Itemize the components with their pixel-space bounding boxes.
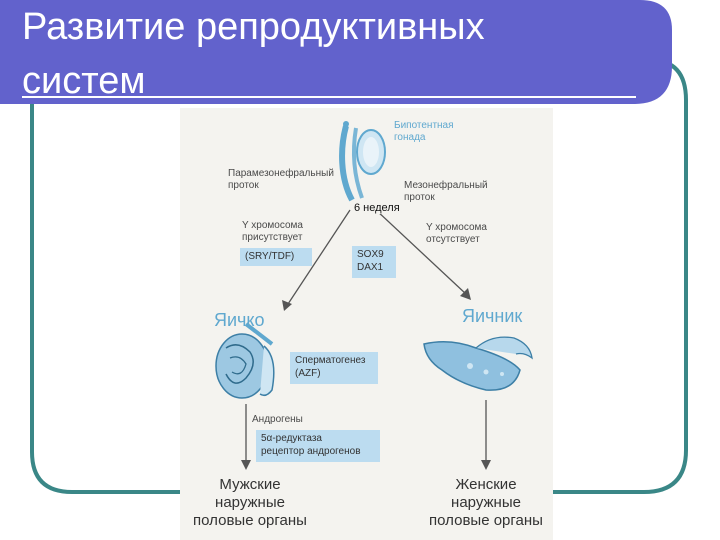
y-absent-label: Y хромосома отсутствует: [426, 222, 487, 245]
slide-title-line-1: Развитие репродуктивных: [22, 6, 485, 48]
female-genitalia-label: Женские наружные половые органы: [429, 476, 543, 529]
sry-tdf-box: (SRY/TDF): [240, 248, 312, 266]
week-label: 6 неделя: [353, 202, 401, 214]
ovary-label: Яичник: [462, 306, 523, 326]
spermatogenesis-box: Сперматогенез (AZF): [290, 352, 378, 384]
reductase-receptor-box: 5α-редуктаза рецептор андрогенов: [256, 430, 380, 462]
bipotent-gonad-label: Бипотентная гонада: [394, 120, 454, 143]
androgens-label: Андрогены: [252, 414, 303, 425]
bipotent-gonad-illustration: [339, 121, 386, 202]
figure-illustration: [215, 121, 533, 470]
y-present-label: Y хромосома присутствует: [242, 220, 303, 243]
reproductive-development-figure: Бипотентная гонада Парамезонефральный пр…: [180, 108, 553, 540]
branch-arrows: [282, 209, 471, 311]
down-arrows: [241, 400, 491, 470]
sox9-dax1-box: SOX9 DAX1: [352, 246, 396, 278]
paramesonephric-duct-label: Парамезонефральный проток: [228, 168, 334, 191]
testis-illustration: [215, 322, 275, 399]
male-genitalia-label: Мужские наружные половые органы: [193, 476, 307, 529]
ovary-illustration: [423, 336, 533, 391]
testis-label: Яичко: [214, 310, 265, 330]
slide-title-line-2: систем: [22, 60, 146, 102]
mesonephric-duct-label: Мезонефральный проток: [404, 180, 488, 203]
